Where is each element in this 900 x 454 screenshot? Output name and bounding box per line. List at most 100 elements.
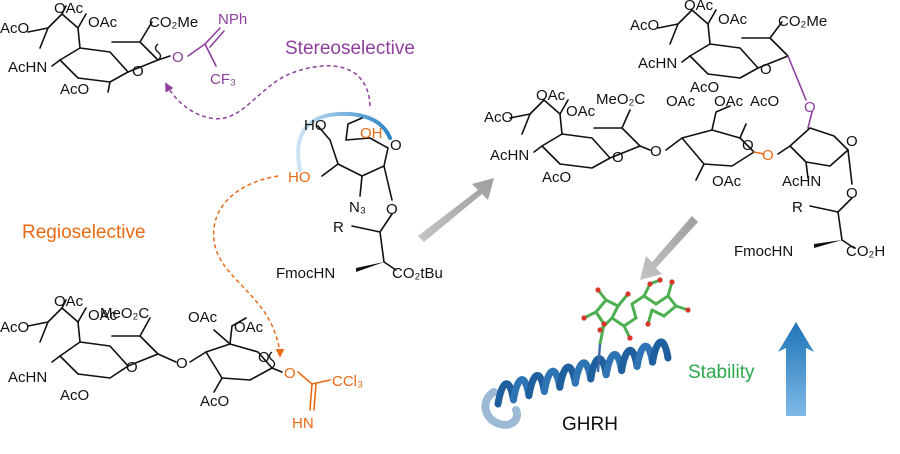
oac-label: OAc <box>88 307 118 324</box>
glycan-stick <box>610 316 626 328</box>
meo2c-label: MeO₂C <box>100 305 149 322</box>
glycan-stick <box>654 294 670 306</box>
co2tbu-label: CO₂tBu <box>392 265 443 282</box>
acceptor: HO OH HO O N₃ O R FmocHN CO₂tBu <box>276 111 443 282</box>
co2me-label: CO₂Me <box>778 13 827 30</box>
stability-label: Stability <box>688 362 755 383</box>
aco-label: AcO <box>542 169 571 186</box>
ring-o-label: O <box>742 137 754 154</box>
aco-label: AcO <box>60 387 89 404</box>
oxygen-atom <box>601 321 607 327</box>
glycan-stick <box>604 298 620 308</box>
n3-label: N₃ <box>349 199 366 216</box>
aco-label: AcO <box>630 17 659 34</box>
aco-label: AcO <box>0 20 29 37</box>
reaction-arrow <box>418 178 494 242</box>
cf3-label: CF₃ <box>210 71 236 88</box>
glycan-stick <box>622 316 638 328</box>
aco-label: AcO <box>750 93 779 110</box>
glycan-stick <box>610 304 620 320</box>
oxygen-atom <box>669 279 675 285</box>
o-label: O <box>284 365 296 382</box>
acnh-label: AcHN <box>8 59 47 76</box>
glycan-stick <box>650 308 666 318</box>
sialyl-donor: AcO OAc OAc CO₂Me AcHN AcO O O NPh CF₃ <box>0 0 247 98</box>
oxygen-atom <box>595 287 601 293</box>
oxygen-atom <box>657 277 663 283</box>
oac-label: OAc <box>566 103 596 120</box>
ring-o-label: O <box>126 359 138 376</box>
ring-o-label: O <box>132 63 144 80</box>
oh-label: OH <box>360 125 383 142</box>
glycan-linker <box>596 343 602 373</box>
helix-coil <box>649 338 672 366</box>
glycan-stick <box>616 292 630 308</box>
oac-label: OAc <box>188 309 218 326</box>
glycan-stick <box>630 302 638 320</box>
acnh-label: AcHN <box>8 369 47 386</box>
r-label: R <box>792 199 803 216</box>
regioselective-arrow <box>212 175 285 358</box>
oac-label: OAc <box>684 0 714 14</box>
oxygen-atom <box>645 321 651 327</box>
r-label: R <box>333 219 344 236</box>
oac-label: OAc <box>718 11 748 28</box>
disaccharide-donor: AcO OAc OAc MeO₂C OAc OAc AcHN AcO O O O… <box>0 293 363 432</box>
ghrh-label: GHRH <box>562 414 618 435</box>
ring-o-label: O <box>390 137 402 154</box>
o-label: O <box>846 185 858 202</box>
fmochn-label: FmocHN <box>276 265 335 282</box>
oac-label: OAc <box>536 87 566 104</box>
aco-label: AcO <box>60 81 89 98</box>
glycan-stick <box>662 304 678 318</box>
ccl3-label: CCl₃ <box>332 373 363 390</box>
ring-o-label: O <box>760 61 772 78</box>
oac-label: OAc <box>712 173 742 190</box>
highlight-arc <box>296 111 392 172</box>
oac-label: OAc <box>714 93 744 110</box>
oac-label: OAc <box>666 93 696 110</box>
aco-label: AcO <box>484 109 513 126</box>
glycopeptide-model: GHRH <box>481 277 691 435</box>
oxygen-atom <box>627 335 633 341</box>
glycan-stick <box>666 294 678 308</box>
helix-tail <box>481 388 521 429</box>
oxygen-atom <box>647 281 653 287</box>
stability-up-arrow <box>778 322 814 416</box>
aco-label: AcO <box>0 319 29 336</box>
glycan-stick <box>630 294 646 306</box>
ring-o-label: O <box>846 133 858 150</box>
link-o-label: O <box>172 49 184 66</box>
link-o-label: O <box>762 147 774 164</box>
link-o-label: O <box>650 143 662 160</box>
oxygen-atom <box>581 315 587 321</box>
link-o-label: O <box>176 355 188 372</box>
link-o-label: O <box>804 99 816 116</box>
regioselective-label: Regioselective <box>22 222 146 243</box>
acnh-label: AcHN <box>638 55 677 72</box>
aco-label: AcO <box>200 393 229 410</box>
acnh-label: AcHN <box>782 173 821 190</box>
oxygen-atom <box>685 307 691 313</box>
ring-o-label: O <box>612 149 624 166</box>
oxygen-atom <box>625 291 631 297</box>
downward-arrow <box>640 216 698 280</box>
oac-label: OAc <box>54 0 84 17</box>
co2h-label: CO₂H <box>846 243 885 260</box>
glycan-stick <box>594 298 608 314</box>
fmochn-label: FmocHN <box>734 243 793 260</box>
ghrh-helix <box>481 338 672 429</box>
ho-label: HO <box>304 117 327 134</box>
meo2c-label: MeO₂C <box>596 91 645 108</box>
product-glycan: AcO OAc OAc CO₂Me AcHN AcO O O OAc MeO₂C… <box>484 0 885 260</box>
stereoselective-arrow <box>165 65 371 120</box>
oac-label: OAc <box>234 319 264 336</box>
o-label: O <box>386 201 398 218</box>
stereoselective-label: Stereoselective <box>285 38 415 59</box>
glycan-sticks <box>581 277 691 373</box>
oxygen-atom <box>597 327 603 333</box>
oac-label: OAc <box>88 14 118 31</box>
acnh-label: AcHN <box>490 147 529 164</box>
co2me-label: CO₂Me <box>149 14 198 31</box>
